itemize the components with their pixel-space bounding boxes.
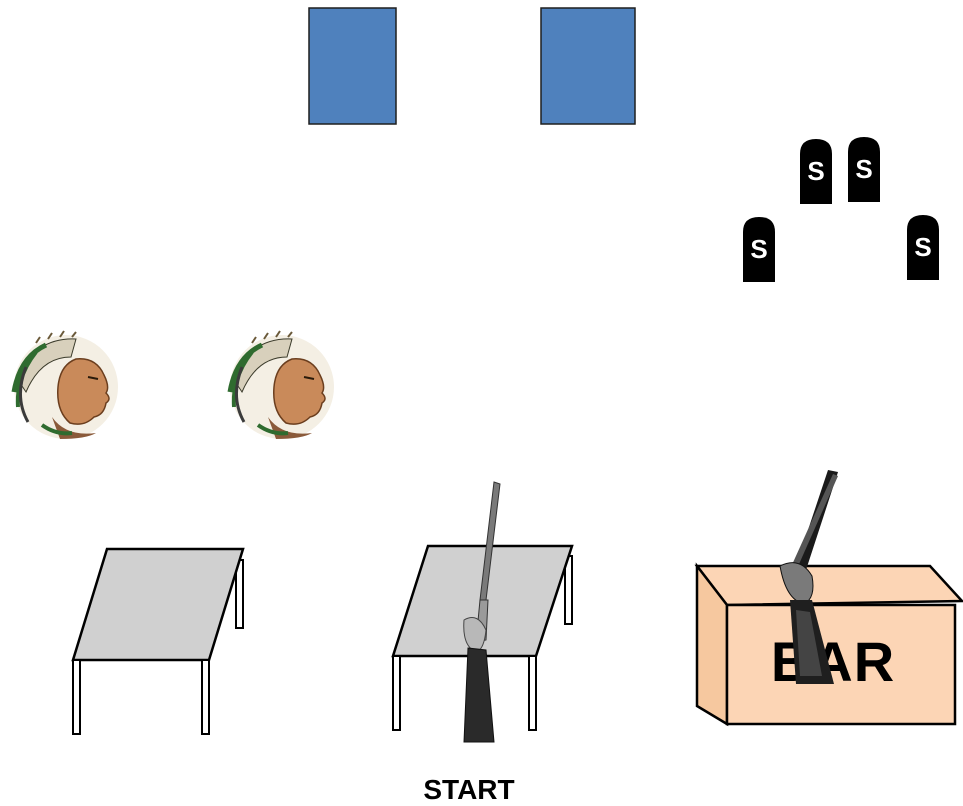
bar-box[interactable]: BAR — [697, 566, 962, 724]
tombstone-2[interactable]: S — [848, 137, 880, 202]
tombstone-letter: S — [855, 154, 872, 184]
tombstone-letter: S — [750, 234, 767, 264]
tombstone-letter: S — [807, 156, 824, 186]
blue-card-right[interactable] — [541, 8, 635, 124]
chief-portrait-icon[interactable] — [230, 331, 334, 439]
table-left[interactable] — [73, 549, 243, 734]
start-label[interactable]: START — [423, 774, 514, 805]
tombstone-1[interactable]: S — [800, 139, 832, 204]
tombstone-3[interactable]: S — [743, 217, 775, 282]
tombstone-4[interactable]: S — [907, 215, 939, 280]
tombstone-letter: S — [914, 232, 931, 262]
chief-portrait-icon[interactable] — [14, 331, 118, 439]
blue-card-left[interactable] — [309, 8, 396, 124]
